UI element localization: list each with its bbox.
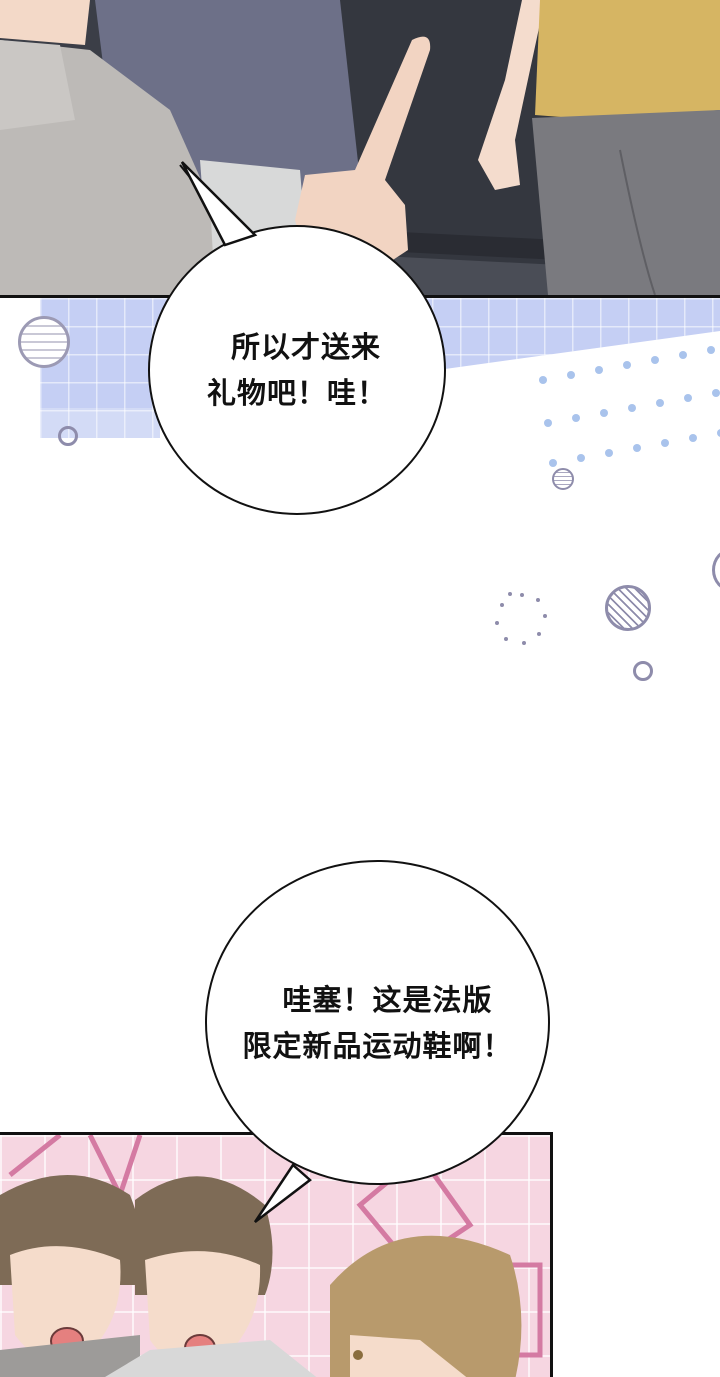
striped-circle-doodle (18, 316, 70, 368)
blue-grid-background-left (40, 298, 160, 438)
sparkle-dots-doodle (495, 592, 547, 645)
mesh-circle-doodle (552, 468, 574, 490)
partial-circle-doodle (712, 548, 720, 592)
bubble-2-line-1: 哇塞！这是法版 (282, 982, 493, 1017)
bubble-2-tail (253, 1163, 312, 1223)
bubble-1-line-1: 所以才送来 (230, 330, 381, 364)
blue-dots-pattern (539, 346, 720, 467)
small-circle-doodle-2 (633, 661, 653, 681)
hatched-circle-doodle (605, 585, 651, 631)
bubble-1-line-2: 礼物吧！哇！ (206, 376, 387, 410)
bottom-panel-illustration (0, 1132, 553, 1377)
three-men-illustration (0, 1135, 543, 1377)
speech-bubble-2: 哇塞！这是法版 限定新品运动鞋啊！ (205, 860, 550, 1185)
bubble-2-line-2: 限定新品运动鞋啊！ (242, 1028, 513, 1063)
small-circle-doodle (58, 426, 78, 446)
bubble-1-tail (180, 161, 258, 247)
speech-bubble-1: 所以才送来 礼物吧！哇！ (148, 225, 446, 515)
